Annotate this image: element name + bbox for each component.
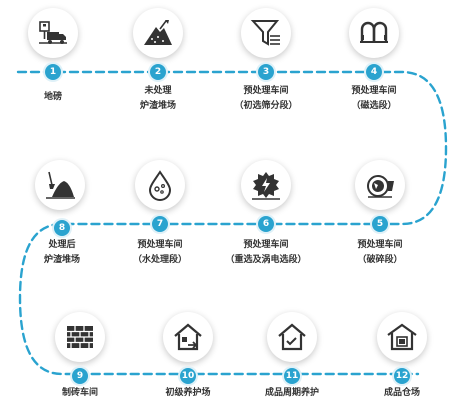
step-icon-circle bbox=[377, 312, 427, 362]
flow-path-line bbox=[16, 70, 448, 376]
step-label: 成品周期养护 bbox=[237, 386, 347, 401]
warehouse-icon bbox=[387, 323, 417, 351]
step-label-line: （重选及涡电选段） bbox=[225, 255, 307, 265]
step-label: 成品仓场 bbox=[347, 386, 457, 401]
step-icon-circle bbox=[28, 8, 78, 58]
step-number-badge: 9 bbox=[72, 368, 88, 384]
step-icon-circle bbox=[349, 8, 399, 58]
step-label-line: 预处理车间 bbox=[243, 240, 289, 250]
step-label-line: 预处理车间 bbox=[351, 86, 397, 96]
step-label: 制砖车间 bbox=[25, 386, 135, 401]
step-number-badge: 3 bbox=[258, 64, 274, 80]
step-icon-circle bbox=[35, 160, 85, 210]
step-label-line: （水处理段） bbox=[132, 255, 187, 265]
step-number-badge: 12 bbox=[394, 368, 410, 384]
step-label-line: 处理后 bbox=[48, 240, 76, 250]
step-number-badge: 2 bbox=[150, 64, 166, 80]
step-icon-circle bbox=[55, 312, 105, 362]
step-label-line: （破碎段） bbox=[357, 255, 403, 265]
step-icon-circle bbox=[241, 160, 291, 210]
step-label-line: （初选筛分段） bbox=[234, 101, 298, 111]
step-label-line: 地磅 bbox=[43, 92, 62, 102]
magnet-icon bbox=[360, 21, 388, 43]
step-number-badge: 11 bbox=[284, 368, 300, 384]
step-number-badge: 1 bbox=[45, 64, 61, 80]
step-label: 预处理车间 （水处理段） bbox=[105, 238, 215, 268]
step-label: 预处理车间 （磁选段） bbox=[319, 84, 429, 114]
step-label-line: 预处理车间 bbox=[243, 86, 289, 96]
step-number-badge: 8 bbox=[54, 220, 70, 236]
step-label: 未处理炉渣堆场 bbox=[103, 84, 213, 114]
step-label-line: 初级养护场 bbox=[165, 388, 211, 398]
step-label-line: 未处理 bbox=[144, 86, 172, 96]
step-label: 地磅 bbox=[0, 90, 108, 105]
step-icon-circle bbox=[355, 160, 405, 210]
step-label-line: 制砖车间 bbox=[61, 388, 98, 398]
step-number-badge: 7 bbox=[152, 216, 168, 232]
truck-scale-icon bbox=[39, 21, 67, 44]
step-label-line: 预处理车间 bbox=[137, 240, 183, 250]
step-number-badge: 6 bbox=[258, 216, 274, 232]
shovel-pile-icon bbox=[46, 171, 75, 199]
house-arrow-icon bbox=[174, 323, 202, 351]
step-label-line: 成品周期养护 bbox=[264, 388, 319, 398]
house-check-icon bbox=[278, 323, 306, 351]
slag-pile-icon bbox=[144, 20, 172, 45]
step-label-line: 成品仓场 bbox=[383, 388, 420, 398]
brick-wall-icon bbox=[67, 326, 93, 348]
step-label-line: 预处理车间 bbox=[357, 240, 403, 250]
step-label-line: 炉渣堆场 bbox=[139, 101, 176, 111]
step-number-badge: 10 bbox=[180, 368, 196, 384]
step-label: 预处理车间 （初选筛分段） bbox=[211, 84, 321, 114]
step-label-line: 炉渣堆场 bbox=[43, 255, 80, 265]
eddy-current-icon bbox=[252, 172, 280, 200]
step-label: 预处理车间 （重选及涡电选段） bbox=[211, 238, 321, 268]
step-icon-circle bbox=[135, 160, 185, 210]
step-number-badge: 4 bbox=[366, 64, 382, 80]
step-label: 处理后炉渣堆场 bbox=[7, 238, 117, 268]
step-number-badge: 5 bbox=[372, 216, 388, 232]
step-icon-circle bbox=[267, 312, 317, 362]
step-icon-circle bbox=[133, 8, 183, 58]
crusher-icon bbox=[367, 175, 394, 198]
water-drop-icon bbox=[148, 170, 172, 201]
step-icon-circle bbox=[241, 8, 291, 58]
step-label: 预处理车间 （破碎段） bbox=[325, 238, 435, 268]
funnel-filter-icon bbox=[250, 20, 280, 46]
step-label: 初级养护场 bbox=[133, 386, 243, 401]
step-icon-circle bbox=[163, 312, 213, 362]
step-label-line: （磁选段） bbox=[351, 101, 397, 111]
